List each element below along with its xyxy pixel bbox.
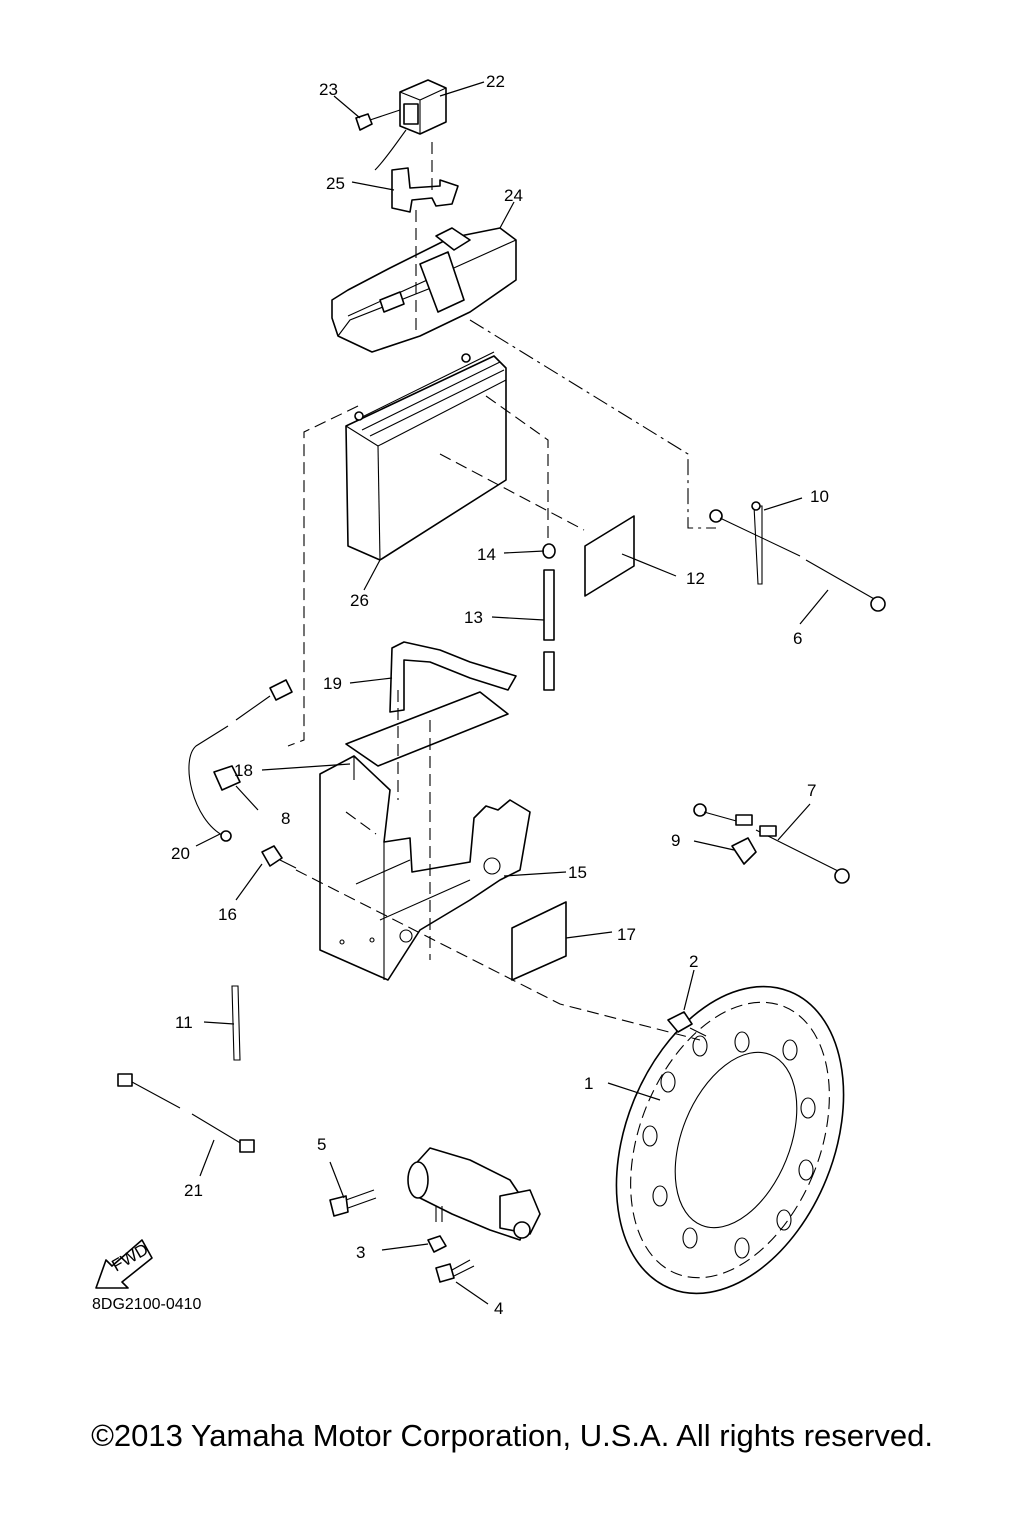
callout-15: 15 [568, 863, 587, 882]
relay-bolt-part [355, 109, 401, 131]
callout-25: 25 [326, 174, 345, 193]
lead-part-21 [117, 1073, 255, 1153]
callout-1: 1 [584, 1074, 593, 1093]
callout-14: 14 [477, 545, 496, 564]
callout-2: 2 [689, 952, 698, 971]
minus-lead-part [709, 509, 886, 612]
battery-cover-part [331, 227, 517, 353]
breather-hose-part [543, 569, 555, 691]
callout-7: 7 [807, 781, 816, 800]
callout-3: 3 [356, 1243, 365, 1262]
starter-motor-part [407, 1147, 541, 1241]
callout-23: 23 [319, 80, 338, 99]
callout-4: 4 [494, 1299, 503, 1318]
starter-relay-part [374, 79, 447, 171]
callout-13: 13 [464, 608, 483, 627]
callout-labels: 1 2 3 4 5 6 7 8 9 10 11 12 13 14 15 16 1… [171, 72, 829, 1318]
battery-part [345, 351, 507, 561]
callout-22: 22 [486, 72, 505, 91]
battery-band-part [389, 641, 517, 713]
callout-10: 10 [810, 487, 829, 506]
case-plate-part [511, 901, 567, 981]
starter-lead-part [693, 803, 850, 884]
fwd-arrow-icon: FWD [95, 1239, 153, 1289]
assembly-lines [287, 142, 716, 1041]
callout-17: 17 [617, 925, 636, 944]
bolt-part-5 [329, 1189, 377, 1217]
callout-9: 9 [671, 831, 680, 850]
callout-12: 12 [686, 569, 705, 588]
callout-21: 21 [184, 1181, 203, 1200]
band-part-11 [231, 985, 241, 1061]
callout-16: 16 [218, 905, 237, 924]
bolt-part-2 [667, 1011, 707, 1037]
diagram-code: 8DG2100-0410 [92, 1296, 202, 1313]
rubber-sheet-part [345, 691, 509, 767]
battery-case-part [319, 755, 531, 981]
bolt-part-4 [435, 1259, 475, 1283]
callout-11: 11 [175, 1013, 193, 1032]
copyright-notice: ©2013 Yamaha Motor Corporation, U.S.A. A… [91, 1418, 933, 1453]
callout-20: 20 [171, 844, 190, 863]
starter-wheel-gear-part [615, 985, 845, 1295]
battery-plate-part [584, 515, 635, 597]
band-part-10 [751, 501, 763, 585]
callout-5: 5 [317, 1135, 326, 1154]
callout-8: 8 [281, 809, 290, 828]
callout-24: 24 [504, 186, 523, 205]
callout-18: 18 [234, 761, 253, 780]
relay-bracket-part [391, 167, 459, 213]
callout-19: 19 [323, 674, 342, 693]
leader-lines [195, 81, 829, 1305]
bolt-part-16 [261, 845, 297, 869]
lead-holder-part [731, 837, 757, 865]
plus-lead-part [188, 679, 293, 842]
nut-part-3 [427, 1235, 447, 1253]
callout-26: 26 [350, 591, 369, 610]
callout-6: 6 [793, 629, 802, 648]
damper-part [542, 543, 556, 559]
cover-part-8 [213, 765, 241, 791]
